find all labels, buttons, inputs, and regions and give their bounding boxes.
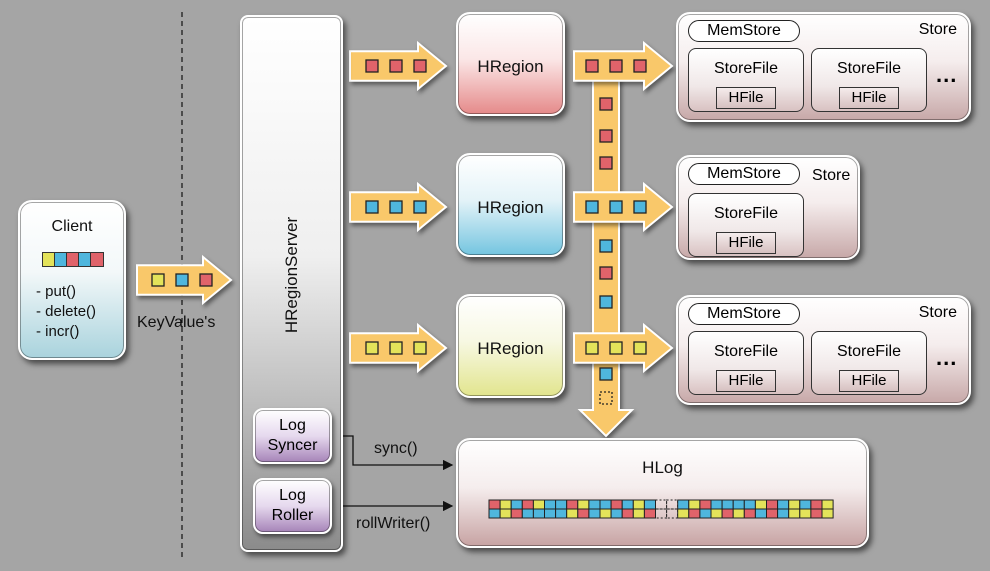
kv-square bbox=[365, 341, 379, 355]
hfile-box: HFile bbox=[716, 87, 776, 109]
kv-square bbox=[585, 59, 599, 73]
storefile-label: StoreFile bbox=[836, 343, 902, 360]
sync-label: sync() bbox=[374, 440, 418, 457]
hregionserver-box: HRegionServer bbox=[240, 15, 343, 552]
store-3-storefile-1: StoreFile HFile bbox=[688, 331, 804, 395]
log-syncer-line2: Syncer bbox=[267, 437, 318, 454]
kv-square bbox=[365, 200, 379, 214]
store-1-label: Store bbox=[918, 21, 957, 38]
store-3-more: ... bbox=[936, 345, 958, 370]
storefile-label: StoreFile bbox=[713, 60, 779, 77]
store-1-storefile-2: StoreFile HFile bbox=[811, 48, 927, 112]
kv-square bbox=[633, 200, 647, 214]
storefile-label: StoreFile bbox=[713, 343, 779, 360]
kv-square bbox=[389, 341, 403, 355]
hregion-1-label: HRegion bbox=[477, 57, 544, 76]
kv-square bbox=[365, 59, 379, 73]
kv-square bbox=[413, 341, 427, 355]
log-roller-line1: Log bbox=[279, 487, 306, 504]
store-3: MemStore Store StoreFile HFile StoreFile… bbox=[676, 295, 971, 405]
kv-square bbox=[389, 59, 403, 73]
log-syncer-line1: Log bbox=[279, 417, 306, 434]
hregion-2: HRegion bbox=[456, 153, 565, 257]
hregion-to-store-arrow-1 bbox=[573, 40, 674, 92]
hregion-2-label: HRegion bbox=[477, 198, 544, 217]
kv-square bbox=[413, 200, 427, 214]
store-1-memstore: MemStore bbox=[688, 20, 800, 42]
store-2-memstore: MemStore bbox=[688, 163, 800, 185]
kv-square bbox=[599, 295, 613, 309]
log-roller-box: Log Roller bbox=[253, 478, 332, 534]
kv-square bbox=[175, 273, 189, 287]
store-3-label: Store bbox=[918, 304, 957, 321]
keyvalues-label: KeyValue's bbox=[137, 314, 216, 331]
hfile-box: HFile bbox=[839, 87, 899, 109]
log-roller-line2: Roller bbox=[271, 507, 314, 524]
hregion-to-store-arrow-3 bbox=[573, 322, 674, 374]
hregion-3-label: HRegion bbox=[477, 339, 544, 358]
hlog-label: HLog bbox=[642, 458, 683, 477]
kv-square bbox=[585, 341, 599, 355]
client-methods: - put() - delete() - incr() bbox=[36, 282, 96, 342]
log-syncer-box: Log Syncer bbox=[253, 408, 332, 464]
kv-square bbox=[599, 129, 613, 143]
client-box: Client - put() - delete() - incr() bbox=[18, 200, 126, 360]
store-2-storefile-1: StoreFile HFile bbox=[688, 193, 804, 257]
hregion-3: HRegion bbox=[456, 294, 565, 398]
hregionserver-title: HRegionServer bbox=[281, 216, 301, 334]
store-1: MemStore Store StoreFile HFile StoreFile… bbox=[676, 12, 971, 122]
client-method-delete: - delete() bbox=[36, 303, 97, 320]
kv-square bbox=[413, 59, 427, 73]
kv-square bbox=[599, 97, 613, 111]
storefile-label: StoreFile bbox=[713, 205, 779, 222]
hlog-box: HLog bbox=[456, 438, 869, 548]
client-method-incr: - incr() bbox=[36, 323, 80, 340]
kv-square bbox=[599, 367, 613, 381]
kv-square bbox=[609, 341, 623, 355]
kv-square bbox=[633, 59, 647, 73]
kv-square bbox=[599, 239, 613, 253]
kv-square bbox=[609, 200, 623, 214]
store-3-memstore: MemStore bbox=[688, 303, 800, 325]
hregion-to-store-arrow-2 bbox=[573, 181, 674, 233]
kv-square bbox=[633, 341, 647, 355]
rollwriter-label: rollWriter() bbox=[356, 515, 431, 532]
kv-square bbox=[151, 273, 165, 287]
kv-square bbox=[609, 59, 623, 73]
hregion-1: HRegion bbox=[456, 12, 565, 116]
store-1-storefile-1: StoreFile HFile bbox=[688, 48, 804, 112]
client-method-put: - put() bbox=[36, 283, 77, 300]
kv-square bbox=[599, 266, 613, 280]
kv-square bbox=[199, 273, 213, 287]
client-keyvalue-bar bbox=[42, 252, 104, 267]
storefile-label: StoreFile bbox=[836, 60, 902, 77]
hfile-box: HFile bbox=[716, 370, 776, 392]
kv-square bbox=[389, 200, 403, 214]
hfile-box: HFile bbox=[716, 232, 776, 254]
client-title: Client bbox=[51, 218, 93, 235]
store-2: MemStore Store StoreFile HFile bbox=[676, 155, 860, 260]
store-2-label: Store bbox=[812, 167, 851, 184]
store-1-more: ... bbox=[936, 62, 958, 87]
kv-square-pending bbox=[599, 391, 613, 405]
hfile-box: HFile bbox=[839, 370, 899, 392]
store-3-storefile-2: StoreFile HFile bbox=[811, 331, 927, 395]
kv-square bbox=[585, 200, 599, 214]
kv-square bbox=[599, 156, 613, 170]
